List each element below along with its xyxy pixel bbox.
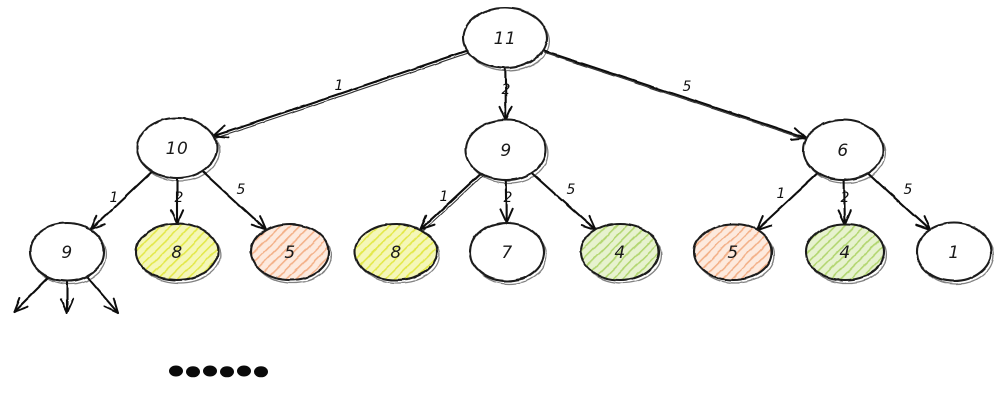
ellipsis-dots	[169, 366, 268, 378]
node-label: 9	[61, 243, 72, 263]
edge-weight-label: 5	[683, 79, 692, 95]
tree-edge	[214, 51, 469, 138]
tree-node[interactable]: 10	[137, 118, 219, 181]
node-label: 9	[500, 141, 511, 161]
node-label: 1	[948, 243, 959, 263]
tree-edge	[868, 173, 930, 230]
node-label: 5	[727, 243, 738, 263]
ellipsis-dot	[237, 366, 251, 377]
tree-edge	[202, 171, 266, 230]
node-label: 8	[171, 243, 182, 263]
edge-weight-label: 1	[110, 190, 119, 206]
node-label: 5	[284, 243, 295, 263]
tree-node[interactable]: 9	[466, 120, 548, 183]
ellipsis-layer	[169, 366, 268, 378]
edge-weight-label: 1	[777, 186, 786, 202]
edge-weight-label: 1	[335, 78, 344, 94]
nodes-layer: 111096985874541	[30, 8, 993, 284]
node-label: 7	[501, 243, 512, 263]
ellipsis-dot	[203, 366, 217, 377]
node-label: 11	[494, 29, 517, 49]
edge-weight-label: 2	[841, 190, 850, 206]
tree-node[interactable]: 6	[803, 120, 885, 183]
tree-node[interactable]: 4	[806, 224, 886, 283]
tree-node[interactable]: 8	[136, 224, 220, 283]
node-label: 8	[390, 243, 401, 263]
ellipsis-dot	[220, 366, 234, 377]
ellipsis-dot	[254, 366, 268, 377]
node-label: 4	[614, 243, 625, 263]
tree-edge	[757, 173, 818, 230]
edge-weight-label: 2	[175, 190, 184, 206]
node-label: 10	[166, 139, 189, 159]
tree-edge	[543, 51, 808, 140]
edge-weight-label: 2	[504, 190, 513, 206]
edge-weight-label: 5	[567, 182, 576, 198]
edge-weight-label: 1	[440, 189, 449, 205]
node-label: 4	[839, 243, 850, 263]
ellipsis-dot	[169, 366, 183, 377]
edge-weight-label: 5	[904, 182, 913, 198]
tree-node[interactable]: 5	[694, 224, 774, 283]
tree-edge	[532, 173, 596, 230]
tree-node[interactable]: 8	[355, 224, 439, 283]
tree-edge	[91, 172, 153, 230]
dangling-edge	[14, 278, 48, 312]
ellipsis-dot	[186, 366, 200, 377]
edge-weight-label: 2	[502, 82, 511, 98]
tree-node[interactable]: 5	[251, 224, 331, 283]
dangling-edge	[88, 278, 118, 313]
edge-weight-label: 5	[237, 182, 246, 198]
node-label: 6	[837, 141, 848, 161]
tree-node[interactable]: 7	[470, 223, 546, 284]
tree-edge	[420, 173, 482, 231]
tree-node[interactable]: 1	[917, 223, 993, 284]
tree-node[interactable]: 11	[463, 8, 549, 71]
tree-node[interactable]: 4	[581, 224, 661, 283]
tree-node[interactable]: 9	[30, 223, 106, 284]
